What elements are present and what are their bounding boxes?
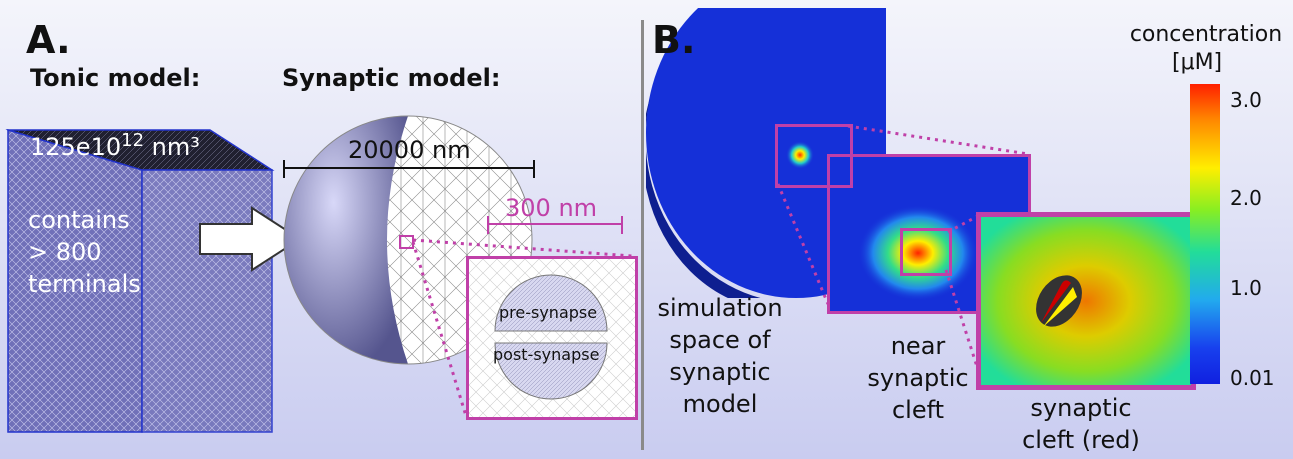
label-near-cleft: near synaptic cleft (867, 332, 969, 424)
label-simulation-space: simulation space of synaptic model (657, 294, 783, 418)
colorbar-unit: [μM] (1172, 50, 1223, 75)
scale-300-label: 300 nm (505, 194, 598, 222)
zoom-lines-a (411, 238, 633, 417)
colorbar-tick-1: 1.0 (1230, 276, 1262, 300)
volume-label: 125e1012 nm³ (30, 130, 200, 161)
simulation-disk (646, 8, 886, 298)
zoom-lines-b (776, 124, 1029, 377)
scale-bar-300 (487, 216, 623, 234)
panel-a-letter: A. (26, 18, 71, 62)
zoom-box-near (900, 228, 952, 276)
panel-b-letter: B. (652, 18, 696, 62)
colorbar-tick-001: 0.01 (1230, 366, 1275, 390)
colorbar (1190, 84, 1220, 384)
arrow-right-icon (199, 206, 302, 272)
label-synaptic-cleft: synaptic cleft (red) (1022, 394, 1140, 454)
contains-label: contains > 800 terminals (28, 206, 141, 298)
post-synapse-label: post-synapse (493, 345, 600, 364)
cleft-red-box (976, 212, 1196, 390)
pre-synapse-label: pre-synapse (499, 303, 598, 322)
colorbar-tick-2: 2.0 (1230, 186, 1262, 210)
synaptic-model-title: Synaptic model: (282, 64, 501, 92)
panel-divider (641, 20, 644, 450)
scale-20000-label: 20000 nm (348, 136, 471, 164)
zoom-box-disk (775, 124, 853, 188)
colorbar-tick-3: 3.0 (1230, 88, 1262, 112)
scale-bar-20000 (283, 160, 535, 178)
colorbar-title: concentration (1129, 22, 1283, 47)
tonic-model-title: Tonic model: (30, 64, 201, 92)
synapse-inset: pre-synapse post-synapse (466, 256, 638, 420)
